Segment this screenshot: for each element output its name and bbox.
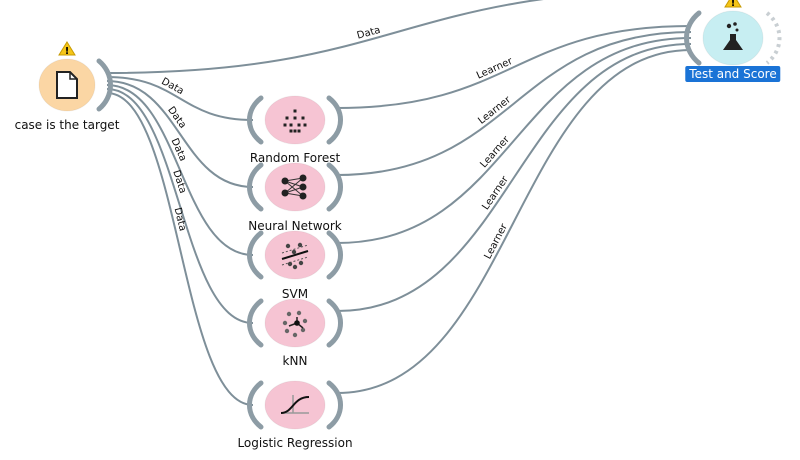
input-anchor[interactable] bbox=[684, 10, 702, 66]
output-anchor[interactable] bbox=[326, 380, 344, 430]
link-file-ts[interactable]: Data bbox=[106, 0, 691, 74]
node-title-file[interactable]: case is the target bbox=[14, 118, 120, 132]
warning-icon[interactable]: ! bbox=[58, 41, 76, 57]
knn-icon bbox=[282, 310, 308, 338]
output-anchor[interactable] bbox=[326, 162, 344, 212]
node-title-ts[interactable]: Test and Score bbox=[685, 66, 781, 82]
link-label: Learner bbox=[478, 134, 512, 171]
node-title-rf[interactable]: Random Forest bbox=[249, 151, 341, 165]
link-path[interactable] bbox=[106, 80, 254, 188]
link-path[interactable] bbox=[106, 92, 254, 406]
node-body[interactable] bbox=[264, 162, 326, 212]
logistic-regression-icon bbox=[280, 395, 310, 414]
node-knn[interactable] bbox=[246, 298, 344, 348]
link-path[interactable] bbox=[336, 37, 692, 244]
link-path[interactable] bbox=[336, 25, 692, 109]
output-anchor[interactable] bbox=[326, 95, 344, 145]
link-lr-ts[interactable]: Learner bbox=[336, 49, 692, 394]
svm-icon bbox=[281, 242, 309, 270]
link-path[interactable] bbox=[336, 49, 692, 394]
link-path[interactable] bbox=[336, 31, 692, 176]
node-lr[interactable] bbox=[246, 380, 344, 430]
flask-icon bbox=[723, 22, 743, 50]
link-file-knn[interactable]: Data bbox=[106, 88, 254, 324]
input-anchor[interactable] bbox=[246, 230, 264, 280]
link-svm-ts[interactable]: Learner bbox=[336, 37, 692, 244]
link-path[interactable] bbox=[106, 0, 691, 74]
input-anchor[interactable] bbox=[246, 95, 264, 145]
node-svm[interactable] bbox=[246, 230, 344, 280]
file-icon bbox=[56, 71, 78, 99]
svg-text:!: ! bbox=[731, 0, 736, 9]
node-title-lr[interactable]: Logistic Regression bbox=[237, 436, 353, 450]
node-ts[interactable]: ! bbox=[684, 0, 782, 66]
node-title-nn[interactable]: Neural Network bbox=[248, 219, 342, 233]
link-label: Learner bbox=[476, 94, 514, 127]
node-title-svm[interactable]: SVM bbox=[281, 287, 309, 301]
warning-icon[interactable]: ! bbox=[724, 0, 742, 9]
link-rf-ts[interactable]: Learner bbox=[336, 25, 692, 109]
node-nn[interactable] bbox=[246, 162, 344, 212]
node-body[interactable] bbox=[264, 380, 326, 430]
node-title-knn[interactable]: kNN bbox=[282, 354, 308, 368]
link-path[interactable] bbox=[106, 76, 254, 121]
output-anchor[interactable] bbox=[765, 11, 782, 65]
input-anchor[interactable] bbox=[246, 298, 264, 348]
link-path[interactable] bbox=[106, 88, 254, 324]
svg-text:!: ! bbox=[65, 46, 70, 57]
node-body[interactable] bbox=[264, 95, 326, 145]
neural-network-icon bbox=[281, 174, 307, 200]
link-file-lr[interactable]: Data bbox=[106, 92, 254, 406]
link-label: Data bbox=[172, 206, 188, 232]
link-path[interactable] bbox=[106, 84, 254, 256]
link-label: Learner bbox=[480, 174, 511, 213]
output-anchor[interactable] bbox=[96, 58, 114, 112]
random-forest-icon bbox=[283, 109, 307, 133]
input-anchor[interactable] bbox=[246, 380, 264, 430]
input-anchor[interactable] bbox=[246, 162, 264, 212]
output-anchor[interactable] bbox=[326, 230, 344, 280]
link-knn-ts[interactable]: Learner bbox=[336, 43, 692, 312]
output-anchor[interactable] bbox=[326, 298, 344, 348]
node-rf[interactable] bbox=[246, 95, 344, 145]
link-path[interactable] bbox=[336, 43, 692, 312]
node-file[interactable]: ! bbox=[38, 41, 114, 112]
